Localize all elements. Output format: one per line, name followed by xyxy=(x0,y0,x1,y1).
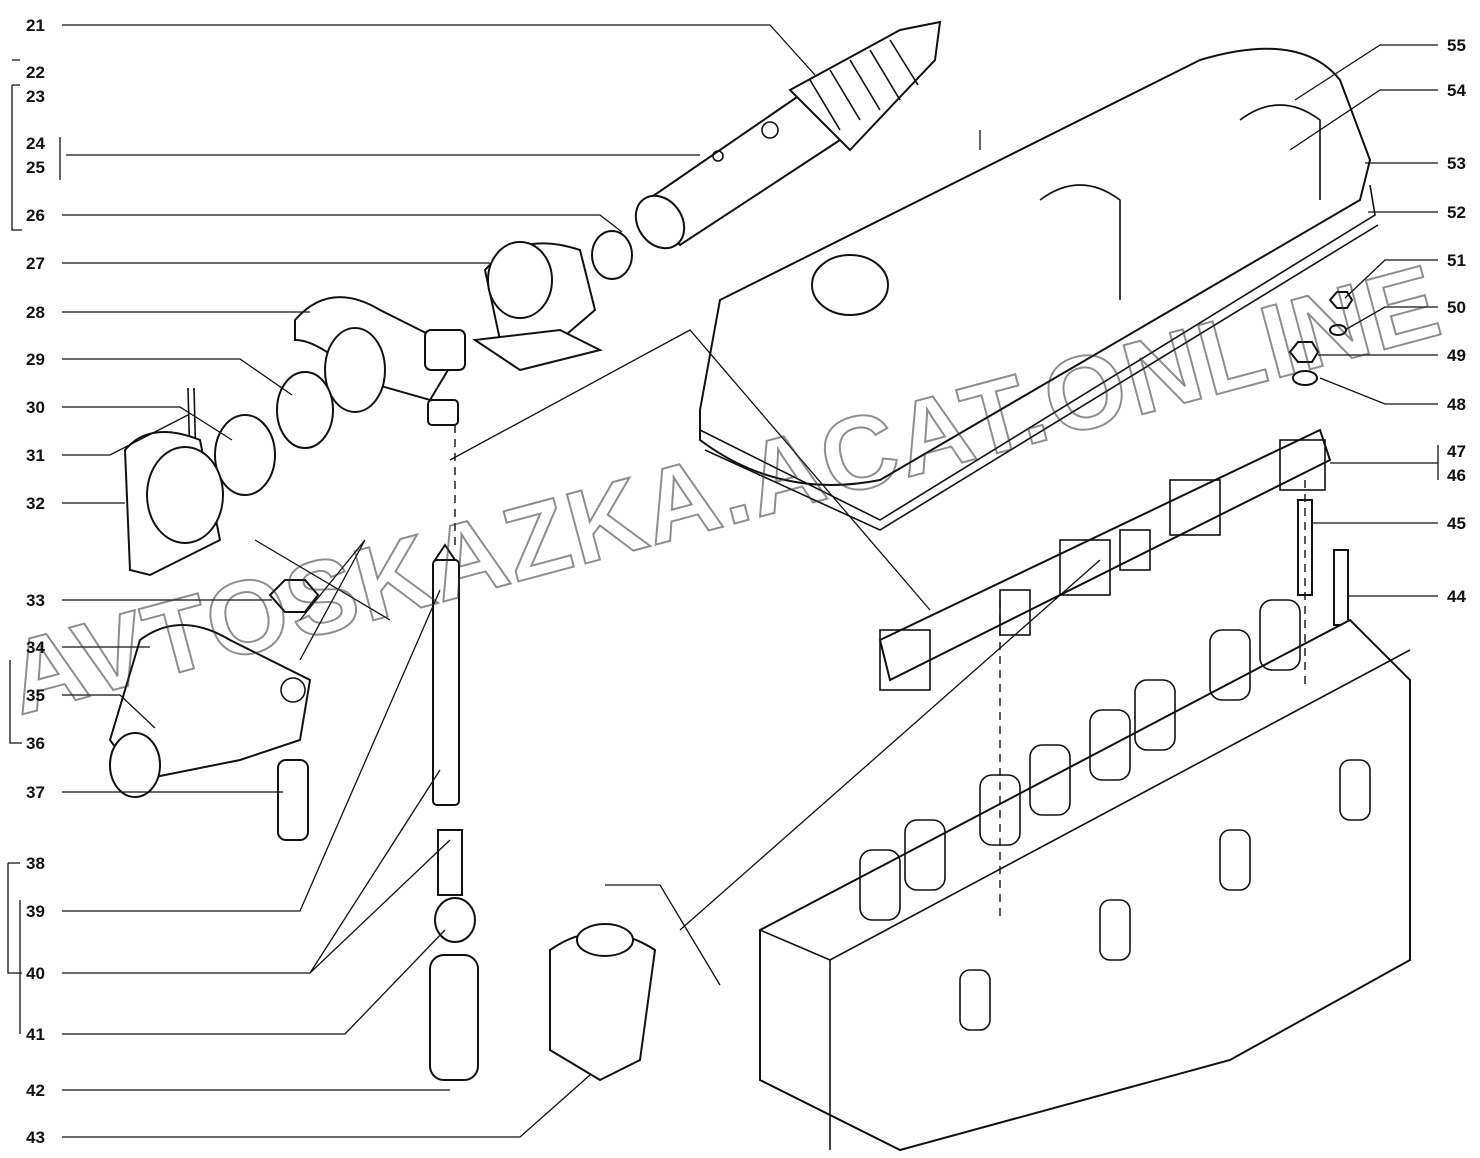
plug xyxy=(591,230,633,280)
callout-46: 46 xyxy=(1447,466,1466,485)
stud-44 xyxy=(1333,549,1349,626)
nut-49 xyxy=(1288,341,1320,363)
callout-41: 41 xyxy=(26,1025,45,1044)
callout-28: 28 xyxy=(26,303,45,322)
callout-44: 44 xyxy=(1447,587,1466,606)
nut-33 xyxy=(268,579,320,613)
callout-51: 51 xyxy=(1447,251,1466,270)
bushing-41 xyxy=(434,897,476,943)
callout-32: 32 xyxy=(26,494,45,513)
callout-47: 47 xyxy=(1447,442,1466,461)
callout-23: 23 xyxy=(26,87,45,106)
callout-53: 53 xyxy=(1447,154,1466,173)
rocker-arm-28 xyxy=(294,296,466,426)
rocker-arm-34 xyxy=(108,624,312,798)
callout-49: 49 xyxy=(1447,346,1466,365)
callout-labels-right: 55 54 53 52 51 50 49 48 47 46 45 44 xyxy=(1447,36,1466,606)
callout-45: 45 xyxy=(1447,514,1466,533)
callout-33: 33 xyxy=(26,591,45,610)
assembly-axis-lines xyxy=(454,425,1306,920)
rocker-shaft-bracket xyxy=(472,241,603,372)
callout-labels-left: 21 22 23 24 25 26 27 28 29 30 31 32 33 3… xyxy=(26,16,45,1147)
pushrod xyxy=(432,543,460,806)
bracket-32 xyxy=(123,431,224,577)
callout-25: 25 xyxy=(26,158,45,177)
leader-lines xyxy=(7,24,1439,1138)
callout-29: 29 xyxy=(26,350,45,369)
callout-50: 50 xyxy=(1447,298,1466,317)
tappet-guide-40 xyxy=(437,829,463,896)
washer-29 xyxy=(276,371,334,449)
callout-54: 54 xyxy=(1447,81,1466,100)
callout-31: 31 xyxy=(26,446,45,465)
callout-27: 27 xyxy=(26,254,45,273)
callout-30: 30 xyxy=(26,398,45,417)
callout-52: 52 xyxy=(1447,203,1466,222)
callout-38: 38 xyxy=(26,854,45,873)
spring-washer-30 xyxy=(214,414,276,496)
washer-48 xyxy=(1292,370,1318,386)
tappet-42 xyxy=(429,954,479,1081)
callout-40: 40 xyxy=(26,964,45,983)
callout-37: 37 xyxy=(26,783,45,802)
callout-24: 24 xyxy=(26,134,45,153)
callout-36: 36 xyxy=(26,734,45,753)
callout-34: 34 xyxy=(26,638,45,657)
callout-22: 22 xyxy=(26,63,45,82)
rocker-shaft-assembly xyxy=(878,428,1332,691)
callout-43: 43 xyxy=(26,1128,45,1147)
callout-35: 35 xyxy=(26,686,45,705)
callout-55: 55 xyxy=(1447,36,1466,55)
callout-26: 26 xyxy=(26,206,45,225)
adjusting-screw xyxy=(277,759,309,841)
valve-cover xyxy=(699,47,1379,531)
oil-filler-tube xyxy=(634,20,942,250)
callout-39: 39 xyxy=(26,902,45,921)
callout-21: 21 xyxy=(26,16,45,35)
cylinder-head xyxy=(759,599,1411,1152)
callout-48: 48 xyxy=(1447,395,1466,414)
callout-42: 42 xyxy=(26,1081,45,1100)
bracket-43 xyxy=(549,923,657,1082)
